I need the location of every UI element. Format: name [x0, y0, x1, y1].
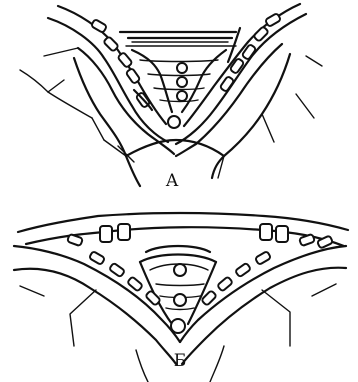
panel-b-label: Б	[174, 351, 187, 371]
panel-a-diagram	[20, 4, 322, 186]
panel-a-label: А	[166, 171, 179, 191]
